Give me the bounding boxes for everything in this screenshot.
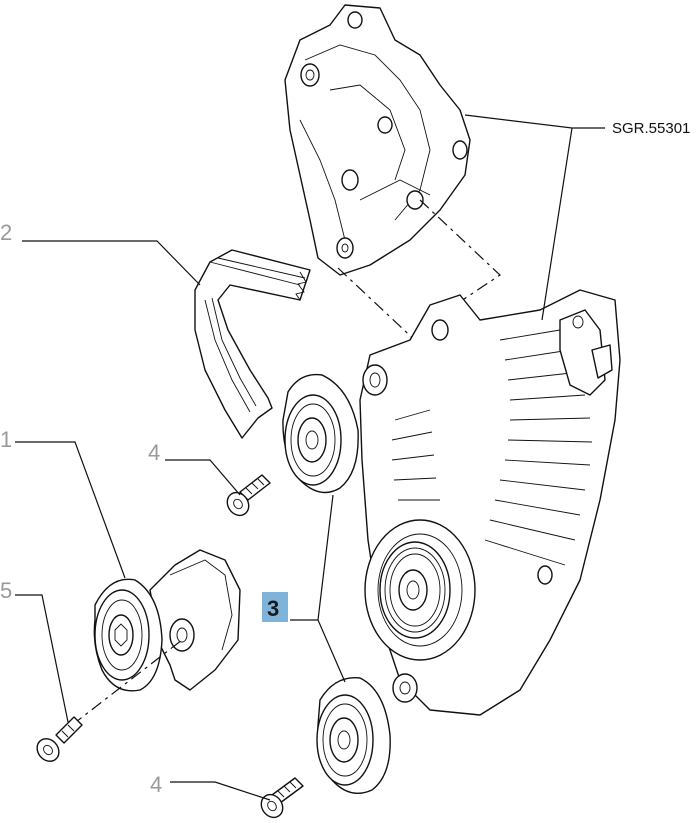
leader-line-ref [464,114,605,321]
assembly-line-tensioner-bolt [71,639,183,726]
idler-pulley-upper [282,373,359,494]
callout-4-lower: 4 [150,772,162,797]
belt-tensioner [93,549,241,692]
bolt-upper [226,474,271,517]
leader-line-4-upper [165,459,241,496]
alternator-bracket [284,4,471,276]
alternator [359,289,621,716]
bolt-lower [260,777,304,819]
callout-2: 2 [0,220,12,245]
reference-code: SGR.55301 [612,120,690,137]
leader-line-1 [15,441,126,579]
poly-v-belt [194,249,311,439]
callout-3: 3 [267,596,279,621]
idler-pulley-lower [316,676,391,794]
callout-3-highlight [262,592,288,622]
callout-1: 1 [0,427,12,452]
leader-line-3 [290,494,346,683]
leader-line-2 [22,240,201,286]
callout-5: 5 [0,578,12,603]
assembly-line-bracket-left [337,267,421,346]
leader-line-4-lower [170,781,271,801]
callout-4-upper: 4 [148,440,160,465]
leader-line-5 [15,594,69,723]
tensioner-bolt [36,716,83,762]
